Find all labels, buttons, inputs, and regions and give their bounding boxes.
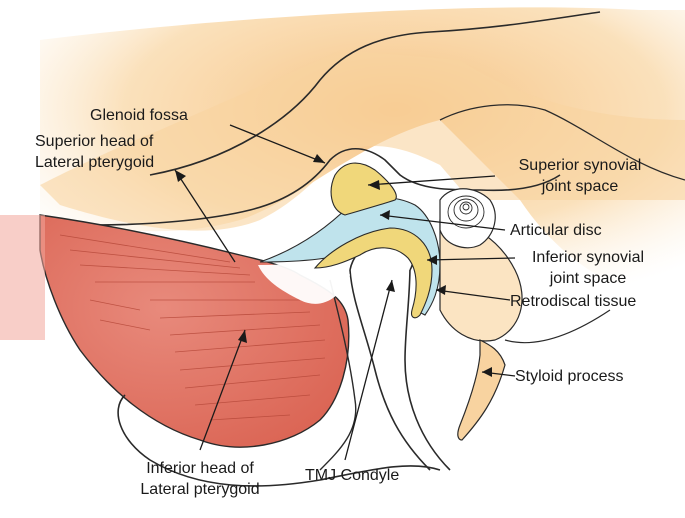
condyle-neck — [349, 269, 431, 471]
label-superior-head-line1: Superior head of — [35, 133, 154, 150]
posterior-outline — [504, 309, 611, 344]
articular-disc — [313, 227, 433, 319]
upper-ridge — [439, 104, 685, 181]
skull-base-fill — [40, 50, 685, 231]
label-articular-disc-text: Articular disc — [510, 222, 602, 239]
fossa-outline — [94, 148, 561, 226]
label-glenoid-fossa-text: Glenoid fossa — [90, 107, 188, 124]
ear-canal-rings — [447, 195, 485, 229]
label-styloid-process: Styloid process — [515, 366, 624, 387]
label-tmj-condyle-text: TMJ Condyle — [305, 467, 400, 484]
label-glenoid-fossa: Glenoid fossa — [90, 105, 188, 126]
ramus-left-edge — [319, 279, 357, 471]
label-inferior-synovial-line2: joint space — [549, 270, 627, 287]
label-inferior-head: Inferior head of Lateral pterygoid — [120, 458, 280, 500]
leader-lines — [174, 124, 516, 461]
label-inferior-head-line2: Lateral pterygoid — [140, 481, 260, 498]
label-superior-synovial-line2: joint space — [541, 178, 619, 195]
label-tmj-condyle: TMJ Condyle — [305, 465, 399, 486]
label-superior-head-line2: Lateral pterygoid — [35, 154, 155, 171]
muscle-left-fade — [0, 215, 45, 340]
arrowheads — [175, 154, 492, 377]
muscle-fibers — [59, 234, 326, 421]
condyle-posterior — [404, 264, 451, 471]
label-inferior-synovial: Inferior synovial joint space — [508, 247, 668, 289]
capsule-white — [258, 262, 350, 304]
mandible-outline — [117, 394, 441, 487]
label-styloid-process-text: Styloid process — [515, 368, 624, 385]
label-superior-synovial: Superior synovial joint space — [500, 155, 660, 197]
label-inferior-head-line1: Inferior head of — [146, 460, 254, 477]
label-articular-disc: Articular disc — [510, 220, 602, 241]
label-superior-head: Superior head of Lateral pterygoid — [35, 131, 154, 173]
label-retrodiscal-tissue: Retrodiscal tissue — [510, 291, 636, 312]
styloid-process — [457, 339, 506, 441]
skull-outline — [149, 11, 601, 176]
superior-synovial-space — [330, 162, 397, 216]
label-retrodiscal-tissue-text: Retrodiscal tissue — [510, 293, 637, 310]
ear-canal — [439, 188, 496, 249]
label-inferior-synovial-line1: Inferior synovial — [531, 249, 645, 266]
label-superior-synovial-line1: Superior synovial — [518, 157, 642, 174]
